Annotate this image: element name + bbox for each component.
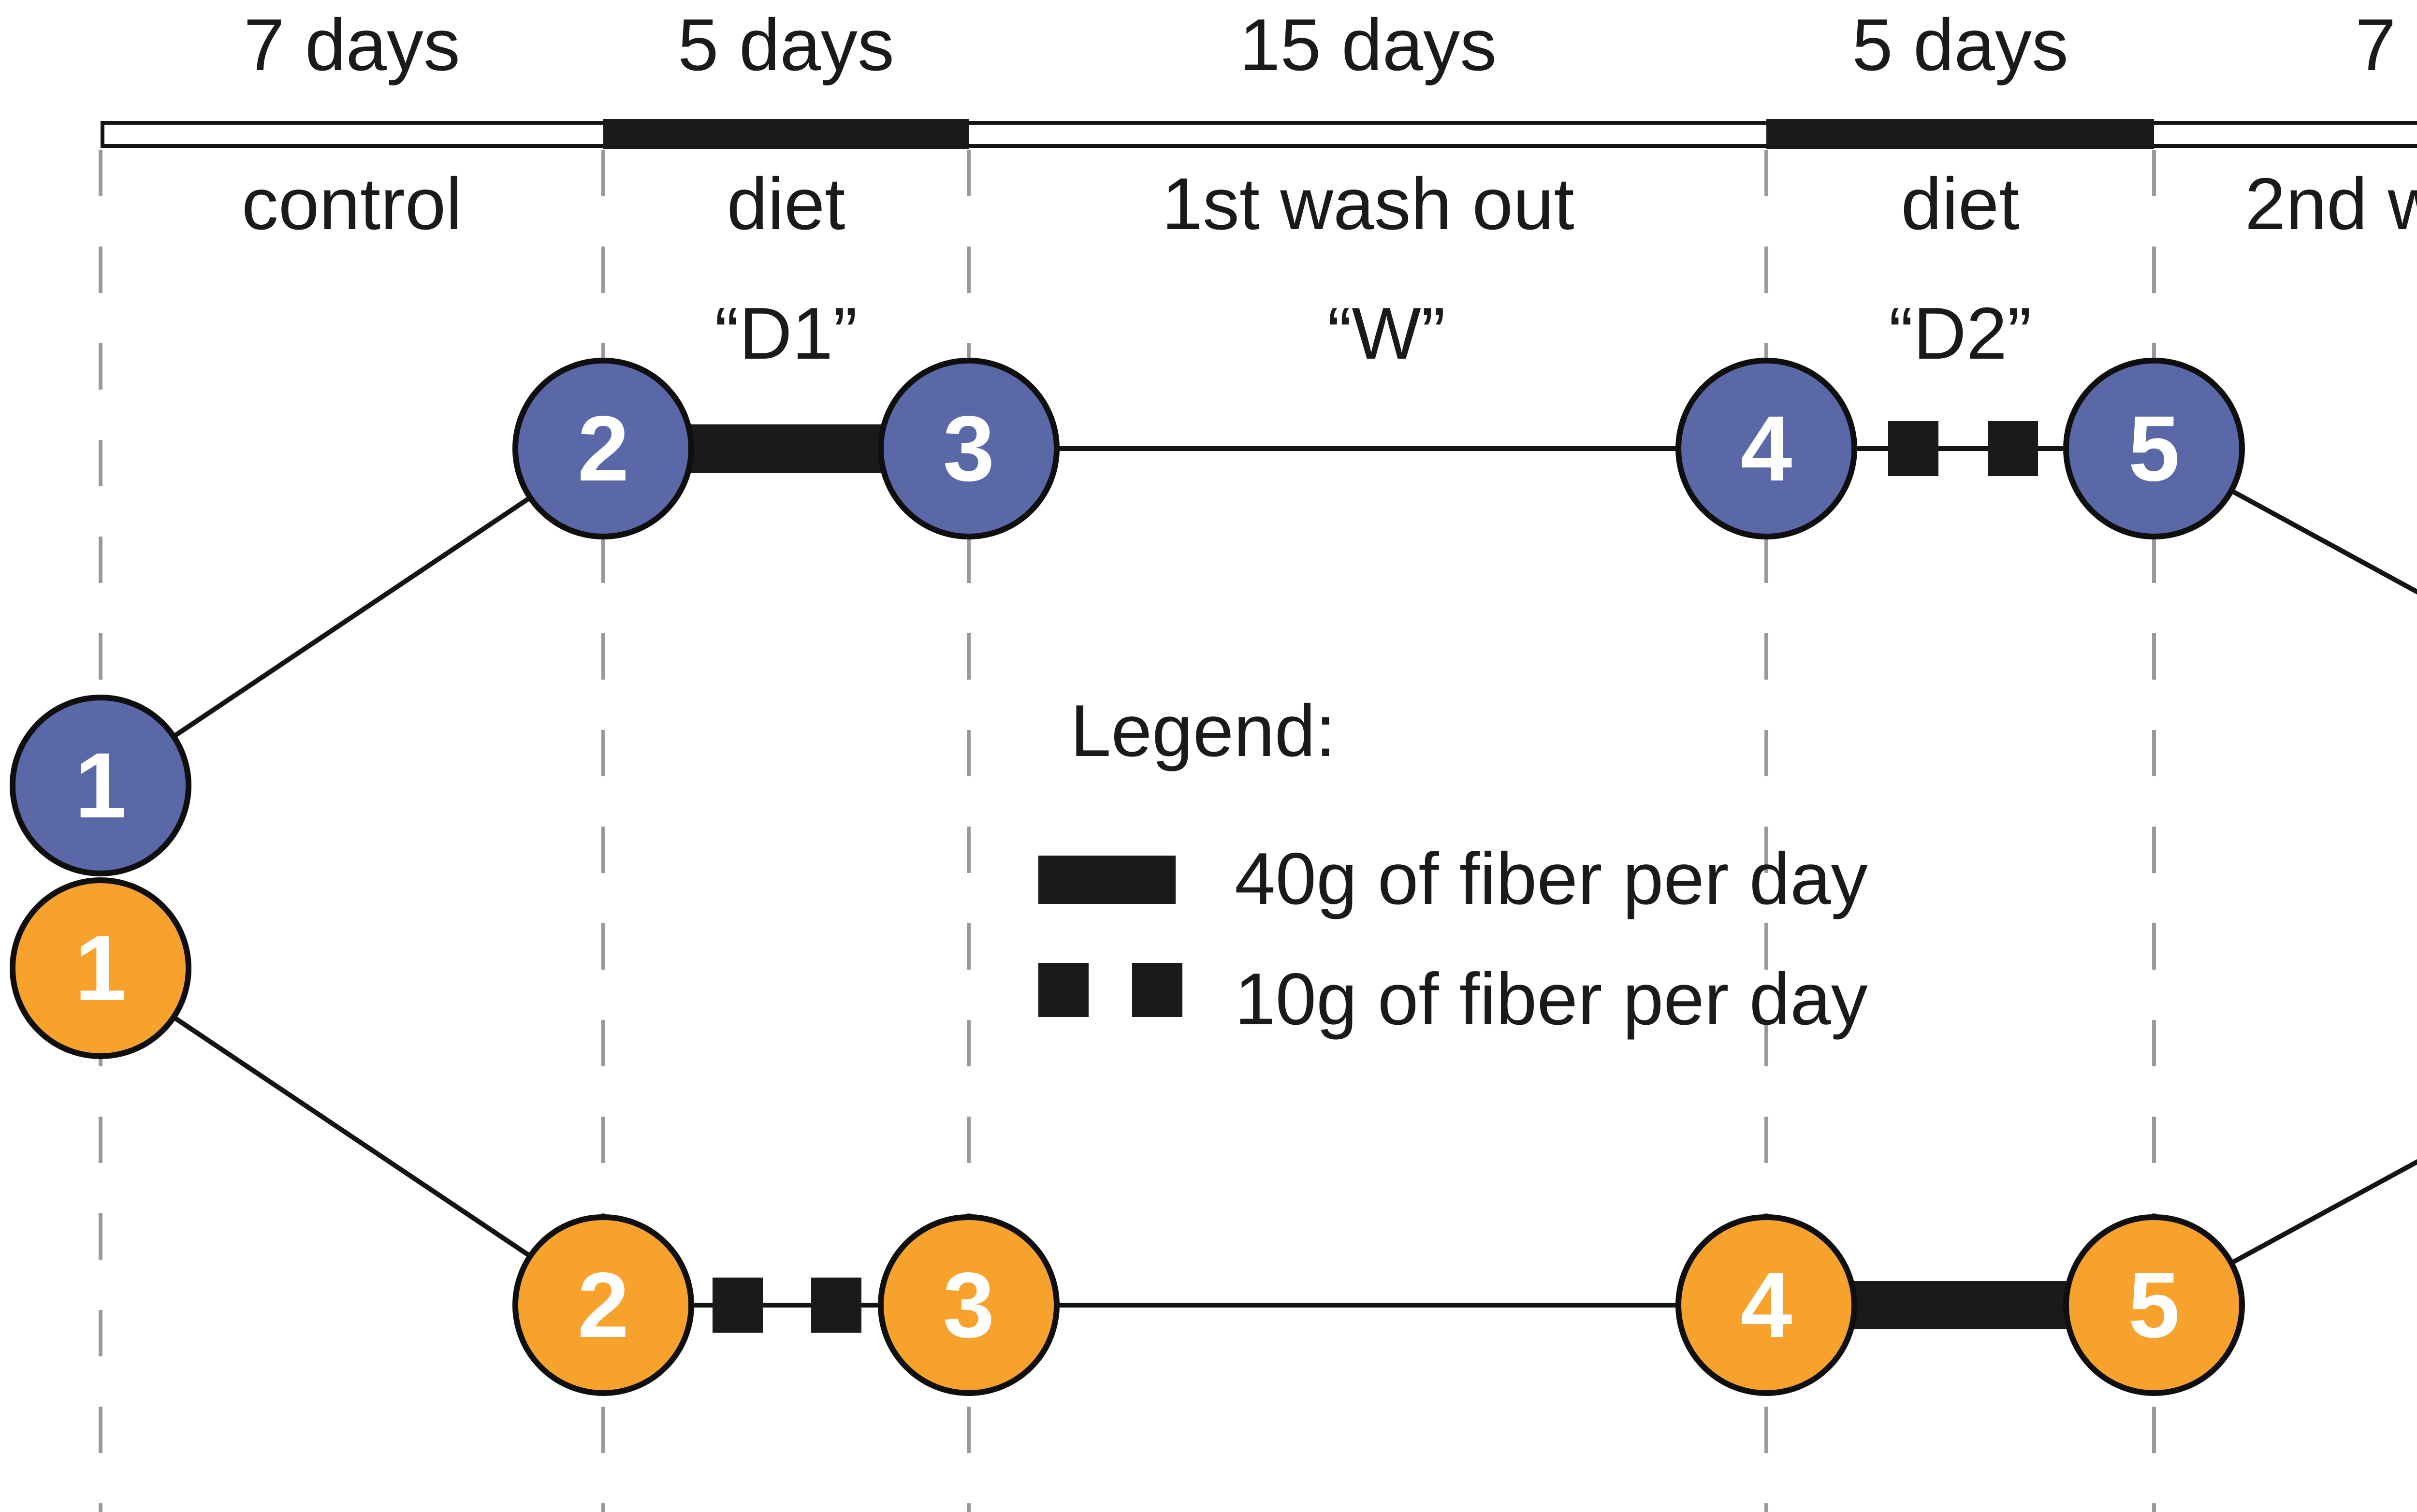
duration-label-diet2: 5 days	[1852, 4, 2068, 86]
orange-10g-square-b	[811, 1278, 861, 1333]
visit-number: 4	[1740, 396, 1792, 500]
duration-label-washout2: 7 days	[2355, 4, 2417, 86]
visit-node-orange-5: 5	[2063, 1214, 2245, 1396]
legend-label-40g: 40g of fiber per day	[1235, 838, 1868, 920]
edge-blue-3-4-5	[969, 446, 2154, 451]
visit-number: 2	[577, 396, 629, 500]
visit-number: 2	[577, 1253, 629, 1357]
phase-code-d1: “D1”	[714, 292, 858, 375]
visit-node-orange-1: 1	[10, 877, 191, 1059]
timeline-diet1-black-segment	[603, 119, 969, 149]
duration-label-washout1: 15 days	[1239, 4, 1497, 86]
visit-number: 3	[943, 1253, 995, 1357]
timeline-diet2-black-segment	[1766, 119, 2154, 149]
phase-label-control: control	[241, 163, 463, 245]
visit-number: 4	[1740, 1253, 1792, 1357]
visit-node-orange-2: 2	[512, 1214, 694, 1396]
blue-10g-square-a	[1888, 421, 1938, 476]
legend-40g-solid-bar-icon	[1038, 856, 1176, 904]
orange-10g-square-a	[713, 1278, 763, 1333]
gridline-visit-4	[1764, 150, 1768, 1512]
legend-title: Legend:	[1070, 690, 1336, 772]
visit-node-blue-5: 5	[2063, 358, 2245, 539]
phase-code-w: “W”	[1327, 292, 1446, 375]
phase-label-washout1: 1st wash out	[1162, 163, 1574, 245]
edge-orange-2-3-4	[603, 1303, 1766, 1308]
visit-node-orange-3: 3	[878, 1214, 1060, 1396]
legend-10g-square-icon-b	[1132, 963, 1182, 1017]
visit-number: 5	[2128, 396, 2180, 500]
duration-label-control: 7 days	[244, 4, 460, 86]
visit-node-blue-1: 1	[10, 695, 191, 876]
visit-number: 1	[74, 916, 127, 1020]
visit-node-blue-2: 2	[512, 358, 694, 539]
blue-10g-square-b	[1988, 421, 2038, 476]
gridline-visit-2	[601, 150, 605, 1512]
legend-10g-square-icon-a	[1038, 963, 1089, 1017]
legend-label-10g: 10g of fiber per day	[1235, 958, 1868, 1040]
phase-label-washout2: 2nd wash out	[2244, 163, 2417, 245]
duration-label-diet1: 5 days	[678, 4, 894, 86]
visit-number: 3	[943, 396, 995, 500]
gridline-visit-3	[967, 150, 971, 1512]
visit-number: 1	[74, 733, 127, 837]
visit-node-blue-3: 3	[878, 358, 1060, 539]
phase-code-d2: “D2”	[1889, 292, 2032, 375]
visit-node-blue-4: 4	[1675, 358, 1857, 539]
phase-label-diet1: diet	[727, 163, 845, 245]
visit-number: 5	[2128, 1253, 2180, 1357]
visit-node-orange-4: 4	[1675, 1214, 1857, 1396]
gridline-visit-5	[2152, 150, 2156, 1512]
phase-label-diet2: diet	[1901, 163, 2020, 245]
